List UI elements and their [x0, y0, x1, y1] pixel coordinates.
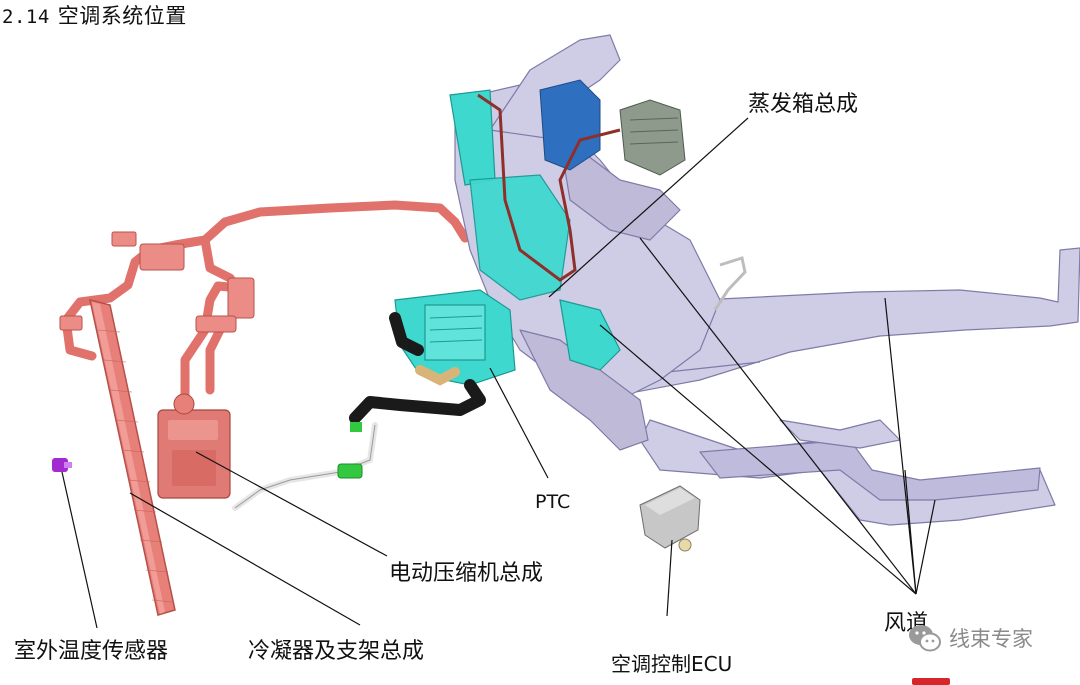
ac-control-ecu	[639, 485, 701, 552]
watermark: 线束专家	[907, 621, 1033, 655]
page-title: 2.14 空调系统位置	[2, 2, 187, 31]
label-evaporator: 蒸发箱总成	[748, 92, 859, 117]
watermark-text: 线束专家	[949, 627, 1033, 651]
label-outdoor-sensor: 室外温度传感器	[14, 639, 169, 664]
label-ptc: PTC	[535, 491, 571, 513]
ptc-heater	[394, 289, 516, 386]
condenser-assembly	[59, 200, 470, 616]
label-compressor: 电动压缩机总成	[389, 561, 544, 586]
section-title: 空调系统位置	[57, 4, 187, 28]
blower-motor	[539, 79, 686, 176]
outdoor-temp-sensor	[52, 458, 72, 472]
leader-lines	[61, 117, 936, 629]
logo-mark	[912, 678, 950, 685]
section-number: 2.14	[2, 6, 50, 28]
label-ac-ecu: 空调控制ECU	[611, 652, 733, 676]
wechat-icon	[909, 625, 941, 652]
label-condenser: 冷凝器及支架总成	[248, 639, 425, 664]
refrigerant-pipe	[232, 422, 378, 511]
hvac-ducts	[454, 34, 1080, 526]
coolant-hoses	[349, 312, 486, 424]
